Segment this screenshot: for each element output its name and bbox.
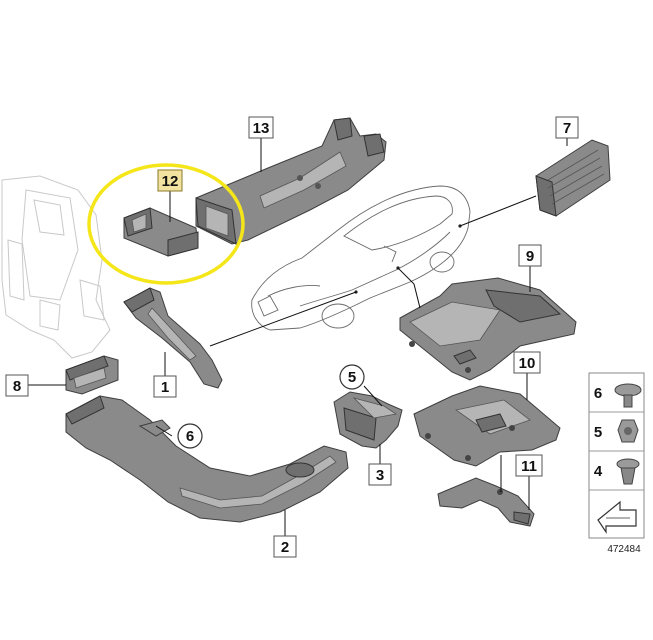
callout-5[interactable]: 5 [339,364,365,390]
svg-text:12: 12 [162,173,179,190]
callout-6[interactable]: 6 [177,423,203,449]
svg-text:7: 7 [563,120,571,137]
callout-8[interactable]: 8 [5,374,29,397]
part-2-floor-duct [65,395,349,523]
part-10-bracket [413,385,561,467]
part-13-duct [195,117,387,245]
legend-item-5[interactable]: 5 [594,419,639,443]
part-9-floor-panel [399,277,577,381]
callout-3[interactable]: 3 [368,463,392,486]
callout-9[interactable]: 9 [518,244,542,267]
svg-text:13: 13 [253,120,270,137]
svg-text:2: 2 [281,539,289,556]
car-outline [251,185,471,331]
svg-text:5: 5 [594,424,602,441]
svg-text:3: 3 [376,467,384,484]
svg-text:8: 8 [13,378,21,395]
part-8-adapter [65,355,119,395]
push-rivet-icon [614,383,642,408]
expanding-clip-icon [616,458,640,485]
part-3-bracket [333,391,403,449]
part-1-duct [123,287,223,389]
svg-text:10: 10 [519,355,536,372]
callout-2[interactable]: 2 [273,535,297,558]
part-7-vent-grille [535,139,611,217]
svg-text:4: 4 [594,463,603,480]
svg-text:1: 1 [161,379,169,396]
reference-number: 472484 [607,544,641,555]
leader-lines [28,138,568,536]
legend-item-4[interactable]: 4 [594,458,640,485]
callout-10[interactable]: 10 [513,351,541,374]
callout-7[interactable]: 7 [555,116,579,139]
svg-text:9: 9 [526,248,534,265]
hex-nut-icon [617,419,639,443]
callout-1[interactable]: 1 [153,375,177,398]
callout-11[interactable]: 11 [515,454,543,477]
part-12-duct-piece [123,207,199,257]
callout-13[interactable]: 13 [248,116,274,139]
legend-item-6[interactable]: 6 [594,383,642,408]
highlight-ring-12 [87,163,245,285]
svg-text:6: 6 [594,385,602,402]
svg-text:11: 11 [521,458,537,475]
callout-12[interactable]: 12 [157,169,183,192]
heater-assembly-ghost [1,175,111,359]
fastener-legend: 6 5 4 [588,372,645,539]
direction-arrow-icon [597,500,637,534]
part-11-bracket [437,477,535,527]
svg-text:6: 6 [186,428,194,445]
svg-text:5: 5 [348,369,356,386]
